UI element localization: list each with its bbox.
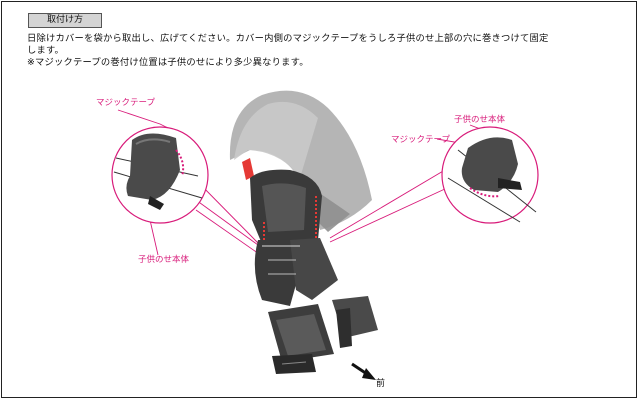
label-left-velcro: マジックテープ	[96, 98, 155, 108]
child-seat-assembly	[229, 90, 378, 380]
label-right-velcro: マジックテープ	[391, 135, 450, 145]
instruction-line-1: 日除けカバーを袋から取出し、広げてください。カバー内側のマジックテープをうしろ子…	[27, 33, 549, 44]
left-detail-circle	[111, 126, 209, 224]
label-left-seat-body: 子供のせ本体	[138, 255, 190, 265]
label-front: 前	[376, 379, 386, 389]
right-detail-circle	[441, 126, 539, 224]
instruction-note: ※マジックテープの巻付け位置は子供のせにより多少異なります。	[27, 57, 309, 68]
instruction-line-2: します。	[27, 45, 65, 56]
label-right-seat-body: 子供のせ本体	[454, 115, 506, 125]
section-tag: 取付け方	[28, 13, 102, 28]
